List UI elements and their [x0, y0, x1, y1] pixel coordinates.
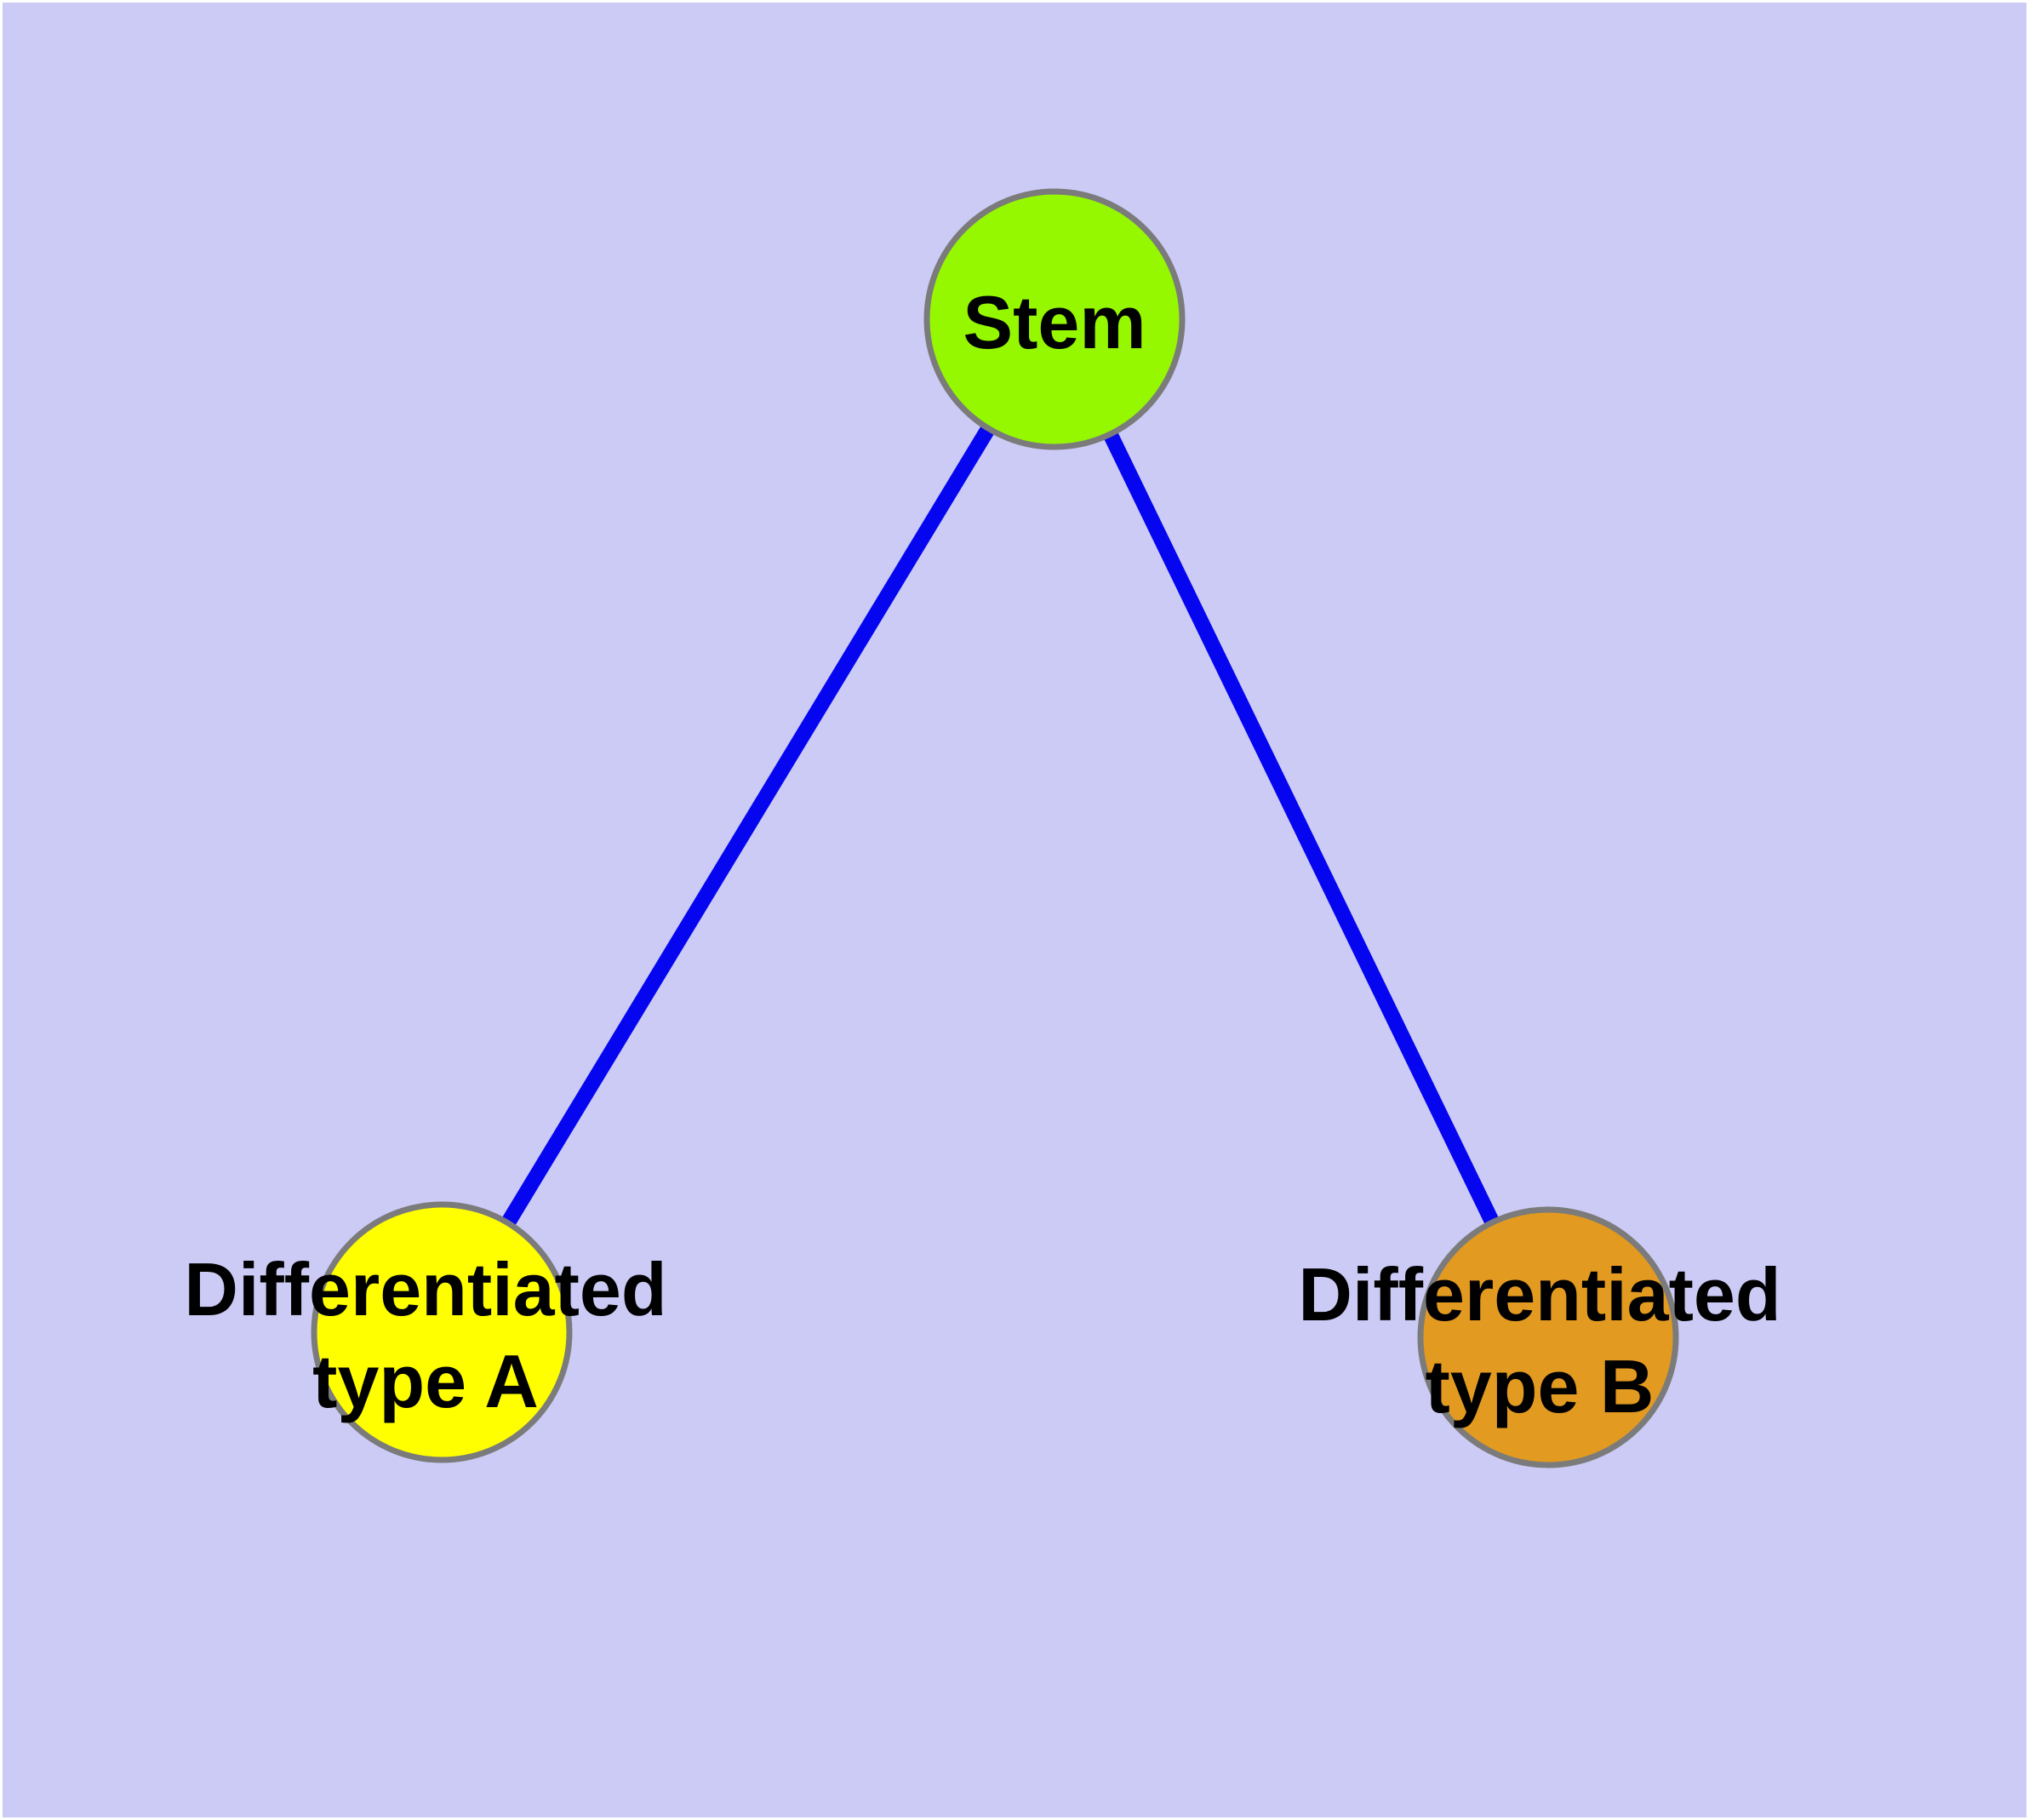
- edge-stem-type-a: [435, 315, 1061, 1336]
- node-label-line: Differentiated: [1298, 1252, 1780, 1336]
- node-label-line: Differentiated: [184, 1247, 666, 1331]
- node-stem: [923, 188, 1186, 450]
- node-label-line: type A: [312, 1339, 539, 1423]
- node-type-a: [311, 1201, 573, 1463]
- node-label-line: type B: [1426, 1344, 1655, 1428]
- edge-stem-type-b: [1047, 316, 1556, 1341]
- node-type-b: [1417, 1206, 1679, 1468]
- node-label-stem: Stem: [963, 280, 1146, 364]
- node-label-line: Stem: [963, 280, 1146, 364]
